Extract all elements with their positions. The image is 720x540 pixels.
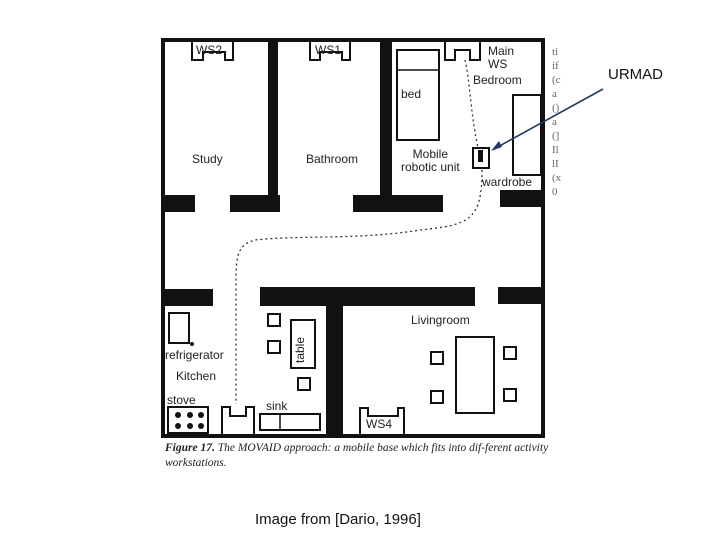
kitchen-label: Kitchen xyxy=(176,369,217,383)
bed-shape xyxy=(396,49,440,141)
stove-label: stove xyxy=(167,393,196,407)
figure-caption-label: Figure 17. xyxy=(165,442,215,454)
scan-background xyxy=(160,37,555,487)
ws1-label: WS1 xyxy=(315,43,342,57)
image-credit: Image from [Dario, 1996] xyxy=(255,511,421,528)
refrigerator-shape xyxy=(168,312,190,344)
bedroom-label: Bedroom xyxy=(473,73,522,87)
outer-walls xyxy=(161,38,545,438)
cropped-margin-text: tiif(ca()a(]IllI(x0 xyxy=(552,46,562,198)
mobile-unit-arm xyxy=(478,150,483,162)
mobile-unit-label: Mobile robotic unit xyxy=(401,147,460,174)
urmad-arrow-line xyxy=(493,88,604,150)
ws2-label: WS2 xyxy=(196,43,223,57)
urmad-arrowhead xyxy=(491,141,502,151)
sink-label: sink xyxy=(266,399,288,413)
robot-path xyxy=(235,59,483,404)
figure-caption: Figure 17. The MOVAID approach: a mobile… xyxy=(165,441,550,471)
kitchen-chairs xyxy=(267,313,311,391)
refrigerator-label: refrigerator xyxy=(165,348,224,362)
figure-caption-text: The MOVAID approach: a mobile base which… xyxy=(165,442,549,469)
kitchen-table-shape xyxy=(290,319,316,369)
kitchen-table-label: table xyxy=(293,336,307,363)
wardrobe-label: wardrobe xyxy=(482,175,533,189)
urmad-label: URMAD xyxy=(608,66,663,83)
bed-label: bed xyxy=(401,87,422,101)
stove-burners xyxy=(175,412,204,429)
main-ws-label: Main WS xyxy=(488,44,515,71)
interior-walls xyxy=(163,40,543,436)
living-table-shape xyxy=(455,336,495,414)
livingroom-label: Livingroom xyxy=(411,313,470,327)
ws4-label: WS4 xyxy=(366,417,393,431)
sink-shape xyxy=(259,413,321,431)
stove-shape xyxy=(167,406,209,434)
wardrobe-shape xyxy=(512,94,542,176)
bathroom-label: Bathroom xyxy=(306,152,359,166)
living-chairs xyxy=(430,346,517,404)
workstation-symbols xyxy=(191,42,481,434)
refrigerator-knob xyxy=(190,342,194,346)
study-label: Study xyxy=(192,152,223,166)
